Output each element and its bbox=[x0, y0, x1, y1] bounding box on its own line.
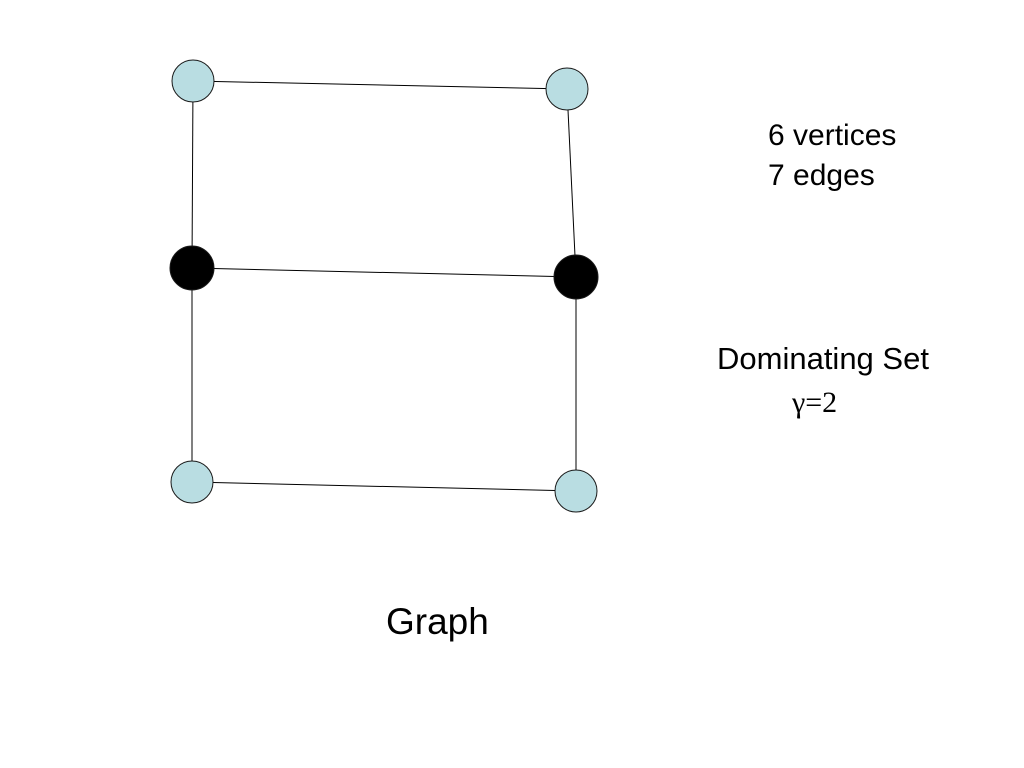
vertex-count-label: 6 vertices bbox=[768, 119, 897, 152]
vertex-v6 bbox=[554, 469, 598, 513]
vertex-layer bbox=[169, 59, 599, 513]
edge-v1-v3 bbox=[191, 80, 194, 269]
graph-stats: 6 vertices 7 edges bbox=[768, 116, 896, 196]
dominating-set-label: Dominating Set bbox=[717, 341, 929, 376]
graph-caption: Graph bbox=[386, 601, 489, 642]
domination-number-label: γ=2 bbox=[792, 386, 838, 419]
dominating-vertex-v4 bbox=[553, 254, 599, 300]
edge-v3-v4 bbox=[191, 267, 577, 278]
vertex-v1 bbox=[171, 59, 215, 103]
edge-v1-v2 bbox=[192, 80, 568, 90]
edge-v5-v6 bbox=[191, 481, 577, 492]
edge-v2-v4 bbox=[566, 88, 577, 278]
vertex-v2 bbox=[545, 67, 589, 111]
dominating-vertex-v3 bbox=[169, 245, 215, 291]
edge-layer bbox=[191, 80, 577, 492]
edge-count-label: 7 edges bbox=[768, 159, 875, 192]
vertex-v5 bbox=[170, 460, 214, 504]
